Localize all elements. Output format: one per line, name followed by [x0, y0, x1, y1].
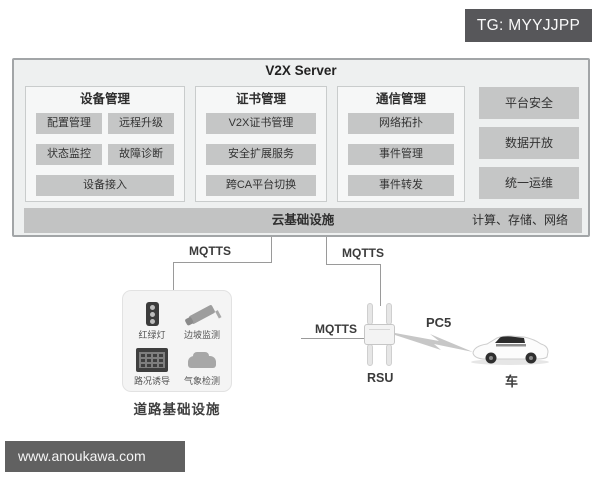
- chip-event-management: 事件管理: [348, 144, 454, 165]
- road-item-label: 路况诱导: [133, 376, 170, 386]
- tg-badge: TG: MYYJJPP: [465, 9, 592, 42]
- chip-device-access: 设备接入: [36, 175, 174, 196]
- connector-line: [173, 262, 174, 290]
- chip-platform-security: 平台安全: [479, 87, 579, 119]
- watermark-bar: www.anoukawa.com: [5, 441, 185, 472]
- road-item-label: 边坡监测: [183, 330, 220, 340]
- connector-line: [326, 237, 327, 265]
- rsu-antenna-icon: [386, 344, 392, 366]
- rsu-antenna-icon: [367, 344, 373, 366]
- rsu-antenna-icon: [386, 303, 392, 325]
- road-item-traffic-guidance: 路况诱导: [127, 344, 177, 387]
- road-infrastructure-card: 红绿灯 边坡监测 路况诱导 气象检测: [122, 290, 232, 392]
- panel-title: 证书管理: [235, 92, 286, 106]
- v2x-server-box: V2X Server 设备管理 配置管理 远程升级 状态监控 故障诊断 设备接入…: [12, 58, 590, 237]
- pc5-label: PC5: [426, 315, 452, 330]
- mqtts-label-rsu: MQTTS: [315, 322, 357, 336]
- led-board-icon: [136, 348, 168, 372]
- chip-remote-upgrade: 远程升级: [108, 113, 174, 134]
- vehicle-label: 车: [505, 374, 519, 389]
- road-item-weather-detection: 气象检测: [177, 344, 227, 387]
- connector-line: [271, 237, 272, 263]
- chip-network-topology: 网络拓扑: [348, 113, 454, 134]
- weather-icon: [188, 352, 216, 368]
- panel-certificate-management: 证书管理 V2X证书管理 安全扩展服务 跨CA平台切换: [195, 86, 327, 202]
- car-icon: [471, 335, 549, 365]
- chip-cross-ca-switch: 跨CA平台切换: [206, 175, 316, 196]
- traffic-light-icon: [145, 302, 159, 326]
- chip-v2x-cert-management: V2X证书管理: [206, 113, 316, 134]
- connector-line: [173, 262, 272, 263]
- chip-unified-operations: 统一运维: [479, 167, 579, 199]
- chip-fault-diagnosis: 故障诊断: [108, 144, 174, 165]
- rsu-label: RSU: [367, 371, 394, 385]
- panel-title: 设备管理: [79, 92, 130, 106]
- lightning-bolt-icon: [395, 333, 473, 352]
- connector-line: [301, 338, 365, 339]
- rsu-device-icon: [364, 324, 395, 345]
- road-item-slope-monitoring: 边坡监测: [177, 298, 227, 341]
- connector-line: [326, 264, 381, 265]
- server-title: V2X Server: [265, 63, 337, 78]
- road-item-label: 红绿灯: [138, 330, 166, 340]
- mqtts-label-road: MQTTS: [189, 244, 231, 258]
- cloud-infrastructure-bar: 云基础设施 计算、存储、网络: [24, 208, 582, 233]
- road-item-traffic-light: 红绿灯: [127, 298, 177, 341]
- rsu-antenna-icon: [367, 303, 373, 325]
- panel-communication-management: 通信管理 网络拓扑 事件管理 事件转发: [337, 86, 465, 202]
- panel-title: 通信管理: [375, 92, 426, 106]
- chip-event-forwarding: 事件转发: [348, 175, 454, 196]
- road-infrastructure-caption: 道路基础设施: [133, 402, 221, 417]
- mqtts-label-down: MQTTS: [342, 246, 384, 260]
- road-item-label: 气象检测: [183, 376, 220, 386]
- chip-security-extension-service: 安全扩展服务: [206, 144, 316, 165]
- cloud-infrastructure-label: 云基础设施: [271, 213, 335, 227]
- camera-icon: [188, 304, 216, 325]
- chip-config-management: 配置管理: [36, 113, 102, 134]
- chip-data-openness: 数据开放: [479, 127, 579, 159]
- chip-status-monitoring: 状态监控: [36, 144, 102, 165]
- cloud-infrastructure-detail: 计算、存储、网络: [471, 213, 568, 227]
- connector-line: [380, 264, 381, 306]
- panel-device-management: 设备管理 配置管理 远程升级 状态监控 故障诊断 设备接入: [25, 86, 185, 202]
